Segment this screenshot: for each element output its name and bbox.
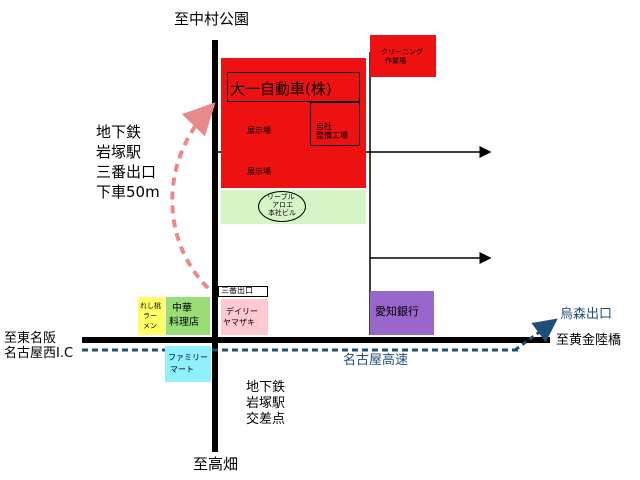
daily-yamazaki (221, 299, 268, 335)
expressway-label: 名古屋高速 (343, 353, 409, 368)
karasumori-exit-ramp (514, 318, 558, 352)
station-note-line2: 岩塚駅 (96, 143, 142, 161)
company-frame (227, 72, 360, 102)
direction-west-line2: 名古屋西I.C (4, 346, 74, 361)
karasumori-exit-label: 烏森出口 (560, 307, 613, 322)
station-note-line4: 下車50m (96, 183, 160, 201)
showroom-top: 展示場 (247, 126, 271, 135)
direction-south: 至高畑 (193, 455, 239, 473)
cleaning-line1: クリーニング (381, 48, 423, 56)
crossing-line1: 地下鉄 (246, 380, 286, 395)
direction-east: 至黄金陸橋 (556, 333, 622, 348)
office-line2: アロエ (272, 201, 293, 209)
crossing-line2: 岩塚駅 (246, 396, 286, 411)
crossing-line3: 交差点 (246, 412, 286, 427)
chinese-line2: 料理店 (169, 317, 199, 328)
direction-west-line1: 至東名阪 (4, 331, 57, 346)
office-line3: 本社ビル (268, 209, 296, 217)
office-oval (258, 191, 306, 222)
exit3-sign (218, 286, 268, 297)
workshop-line1: 自社 (316, 122, 332, 131)
family-mart (165, 346, 211, 382)
ramen-line2: ラー (143, 312, 157, 320)
daily-line2: ヤマザキ (223, 318, 255, 327)
ramen-line1: れし桃 (140, 302, 161, 310)
cleaning-shop (370, 35, 436, 77)
direction-north: 至中村公園 (174, 10, 250, 28)
workshop-frame (310, 102, 360, 146)
ramen-shop (138, 297, 165, 335)
exit3-label: 三番出口 (221, 286, 253, 295)
office-line1: リーブル (267, 193, 295, 201)
bank-label: 愛知銀行 (375, 305, 419, 318)
family-line1: ファミリー (168, 353, 208, 362)
daily-line1: デイリー (226, 307, 258, 316)
station-note-line1: 地下鉄 (96, 123, 142, 141)
chinese-line1: 中華 (172, 303, 192, 314)
chinese-restaurant (166, 297, 210, 335)
ramen-line3: メン (143, 322, 157, 330)
walking-route-path (170, 102, 216, 290)
showroom-bottom: 展示場 (247, 167, 271, 176)
station-note-line3: 三番出口 (96, 163, 157, 181)
family-line2: マート (170, 365, 194, 374)
dealer-lot (221, 58, 366, 188)
cleaning-line2: 作業場 (385, 57, 406, 65)
company-name: 大一自動車(株) (230, 80, 332, 98)
workshop-line2: 整備工場 (316, 131, 348, 140)
aichi-bank (370, 291, 434, 335)
